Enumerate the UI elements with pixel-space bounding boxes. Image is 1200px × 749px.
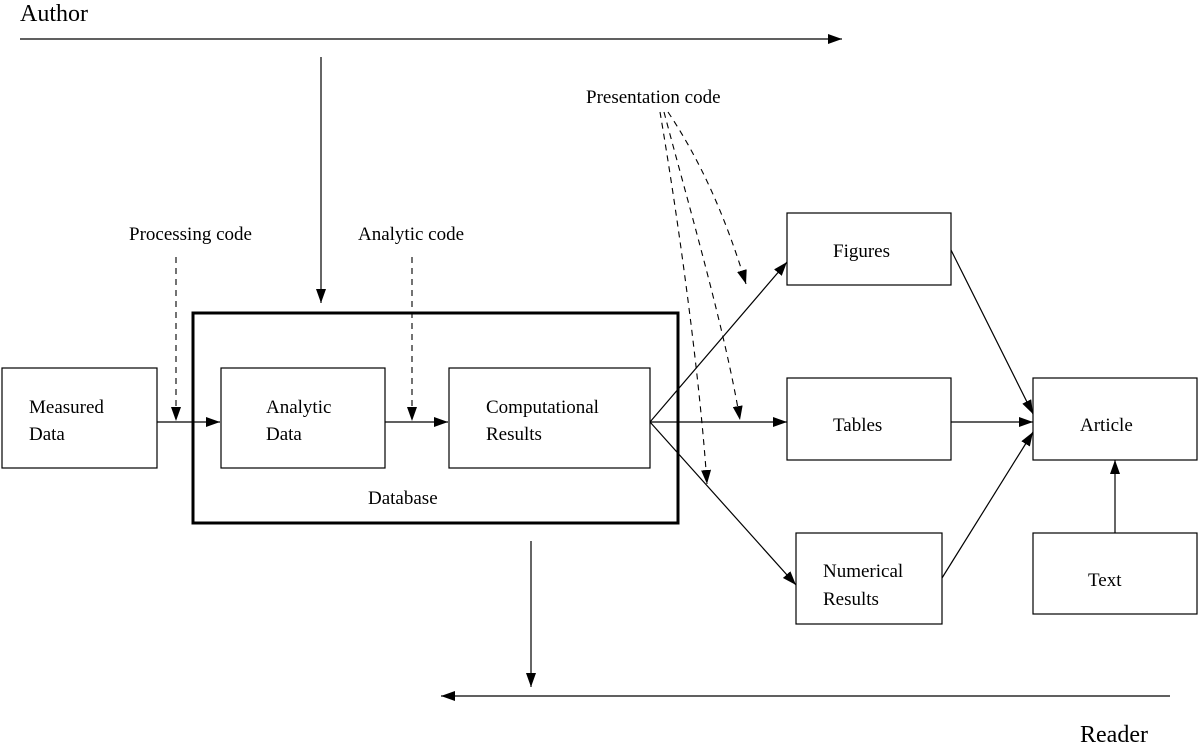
analytic-data-node: Analytic Data <box>220 367 386 469</box>
measured-data-node: Measured Data <box>1 367 158 469</box>
computational-to-figures-arrow <box>649 261 788 423</box>
text-label: Text <box>1088 570 1122 591</box>
tables-node: Tables <box>786 377 952 461</box>
analytic-code-label: Analytic code <box>358 224 464 245</box>
analytic-data-line1: Analytic <box>266 397 331 418</box>
computational-to-numerical-arrow <box>649 421 797 586</box>
reader-label: Reader <box>1080 722 1148 744</box>
analytic-data-line2: Data <box>266 424 302 445</box>
measured-data-line2: Data <box>29 424 65 445</box>
presentation-to-figures-arrow <box>667 111 747 285</box>
author-label: Author <box>20 1 88 27</box>
numerical-results-line1: Numerical <box>823 561 903 582</box>
numerical-to-article-arrow <box>941 431 1034 579</box>
measured-data-line1: Measured <box>29 397 104 418</box>
presentation-code-label: Presentation code <box>586 87 721 108</box>
figures-node: Figures <box>786 212 952 286</box>
numerical-results-line2: Results <box>823 589 879 610</box>
processing-code-label: Processing code <box>129 224 252 245</box>
figures-label: Figures <box>833 241 890 262</box>
tables-label: Tables <box>833 415 882 436</box>
figures-to-article-arrow <box>950 249 1034 415</box>
numerical-results-node: Numerical Results <box>795 532 943 625</box>
presentation-to-tables-arrow <box>663 111 743 421</box>
article-node: Article <box>1032 377 1198 461</box>
computational-results-node: Computational Results <box>448 367 651 469</box>
presentation-to-numerical-arrow <box>659 111 712 485</box>
article-label: Article <box>1080 415 1133 436</box>
database-label: Database <box>368 488 438 509</box>
database-box <box>191 311 680 525</box>
computational-results-line2: Results <box>486 424 542 445</box>
computational-results-line1: Computational <box>486 397 599 418</box>
text-node: Text <box>1032 532 1198 615</box>
